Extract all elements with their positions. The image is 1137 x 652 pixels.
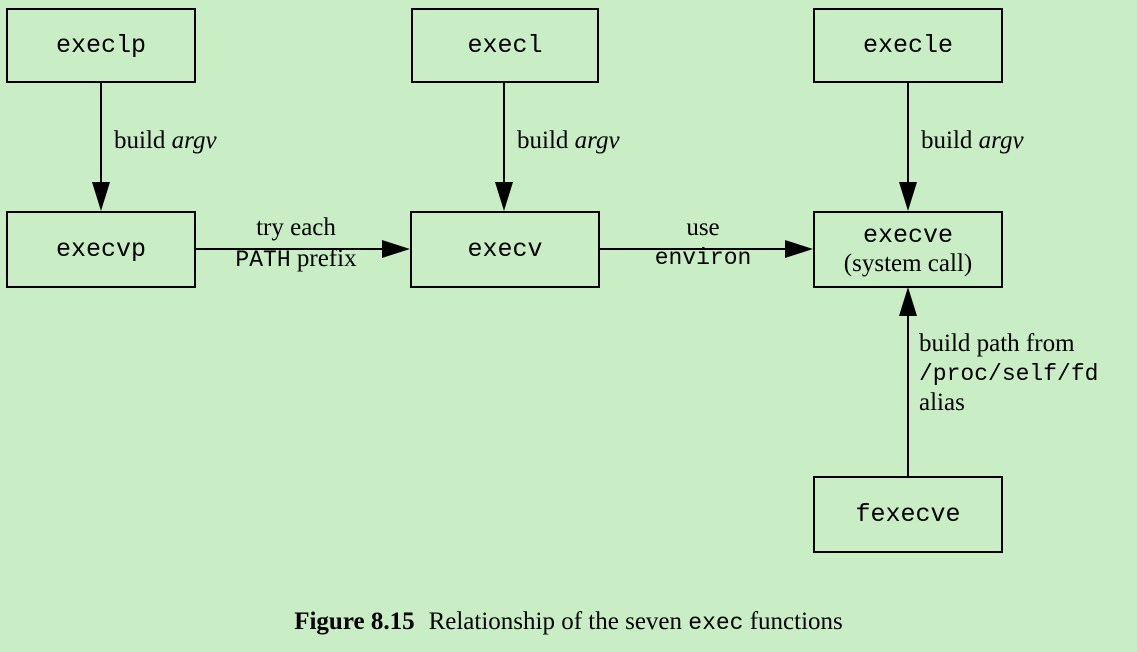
edge-label-path-prefix: PATH prefix — [206, 244, 386, 275]
edge-label-execl-to-execv: build argv — [517, 126, 620, 157]
edge-label-alias: alias — [919, 388, 965, 416]
node-execlp-label: execlp — [55, 30, 146, 60]
caption-text-after: functions — [743, 608, 843, 635]
node-execvp-label: execvp — [55, 234, 146, 264]
edge-label-execv-to-execve: use environ — [613, 213, 793, 272]
edge-label-argv-2: argv — [574, 127, 620, 154]
edge-execl-to-execv — [495, 83, 513, 211]
figure-number: Figure 8.15 — [294, 608, 415, 635]
node-execve-label: execve — [862, 220, 953, 250]
edge-label-use: use — [686, 214, 720, 241]
node-execlp[interactable]: execlp — [6, 8, 196, 83]
node-execve[interactable]: execve (system call) — [813, 211, 1003, 288]
node-fexecve[interactable]: fexecve — [813, 476, 1003, 553]
node-execv[interactable]: execv — [410, 211, 600, 288]
edge-label-fexecve-to-execve: build path from /proc/self/fd alias — [919, 329, 1098, 418]
node-execle[interactable]: execle — [813, 8, 1003, 83]
edge-label-argv-1: argv — [171, 127, 217, 154]
edge-label-build-3: build — [921, 127, 979, 154]
node-execle-label: execle — [862, 30, 953, 60]
edge-label-prefix-text: prefix — [290, 244, 357, 272]
edge-execle-to-execve — [899, 83, 917, 211]
edge-label-argv-3: argv — [978, 127, 1024, 154]
edge-label-try-each: try each — [256, 214, 336, 241]
edge-label-build-1: build — [114, 127, 172, 154]
node-fexecve-label: fexecve — [855, 499, 961, 529]
caption-code-word: exec — [688, 610, 744, 636]
edge-label-execvp-to-execv: try each PATH prefix — [206, 213, 386, 274]
edge-label-build-path-from: build path from — [919, 330, 1075, 357]
node-execl[interactable]: execl — [411, 8, 599, 83]
edge-label-path-mono: PATH — [235, 246, 291, 273]
node-execvp[interactable]: execvp — [6, 211, 196, 288]
edge-label-execlp-to-execvp: build argv — [114, 126, 217, 157]
figure-caption: Figure 8.15 Relationship of the seven exe… — [0, 608, 1137, 636]
edge-execlp-to-execvp — [92, 83, 110, 211]
node-execl-label: execl — [467, 30, 543, 60]
edge-label-build-2: build — [517, 127, 575, 154]
caption-text-before: Relationship of the seven — [428, 608, 689, 635]
node-execve-sublabel: (system call) — [843, 249, 973, 277]
edge-label-execle-to-execve: build argv — [921, 126, 1024, 157]
edge-label-proc-self-fd: /proc/self/fd — [919, 360, 1099, 387]
edge-fexecve-to-execve — [899, 287, 917, 476]
edge-label-environ: environ — [654, 244, 752, 271]
node-execv-label: execv — [467, 234, 543, 264]
